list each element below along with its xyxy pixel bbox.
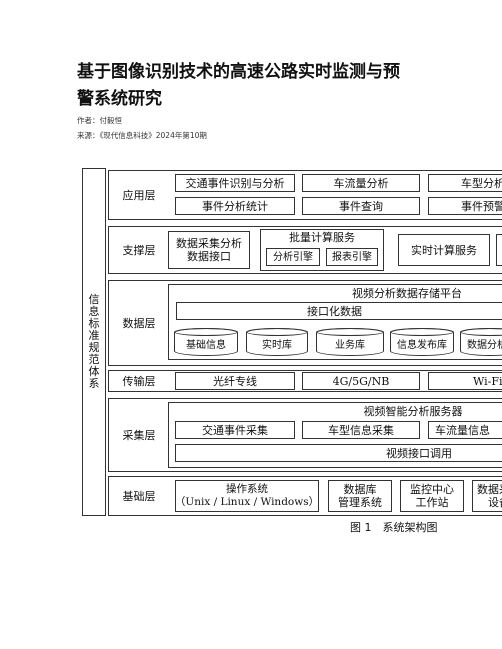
app-item-event-alert: 事件预警: [428, 197, 502, 215]
system-architecture-diagram: 信息标准规范体系 应用层 交通事件识别与分析 车流量分析 车型分析 事件分析统计…: [82, 168, 502, 516]
support-analysis-engine: 分析引擎: [266, 248, 320, 266]
app-item-event-stats: 事件分析统计: [175, 197, 295, 215]
support-layer-label: 支撑层: [122, 244, 156, 257]
figure-caption: 图 1 系统架构图: [350, 521, 438, 534]
data-interface: 接口化数据: [176, 302, 502, 320]
standards-label: 信息标准规范体系: [88, 293, 100, 390]
transport-fiber: 光纤专线: [175, 372, 295, 390]
article-source: 来源：《现代信息科技》2024年第10期: [77, 131, 207, 140]
base-dbms: 数据库 管理系统: [328, 480, 392, 512]
data-layer-label: 数据层: [122, 317, 156, 330]
acquire-video-interface: 视频接口调用: [175, 444, 502, 462]
standards-column: 信息标准规范体系: [82, 168, 106, 516]
store-business: 业务库: [316, 328, 384, 356]
support-extra-box: [496, 234, 502, 266]
acquire-flow: 车流量信息: [428, 421, 502, 439]
base-monitor: 监控中心 工作站: [400, 480, 464, 512]
store-realtime: 实时库: [246, 328, 308, 356]
acquire-server-title: 视频智能分析服务器: [363, 405, 463, 418]
article-title-line1: 基于图像识别技术的高速公路实时监测与预: [77, 62, 400, 82]
acquire-event: 交通事件采集: [175, 421, 295, 439]
data-platform-title: 视频分析数据存储平台: [352, 287, 462, 300]
transport-cellular: 4G/5G/NB: [302, 372, 420, 390]
app-item-event-recognition: 交通事件识别与分析: [175, 174, 295, 192]
support-report-engine: 报表引擎: [326, 248, 378, 266]
article-title-line2: 警系统研究: [77, 89, 162, 109]
app-item-event-query: 事件查询: [302, 197, 420, 215]
transport-wifi: Wi-Fi: [428, 372, 502, 390]
transport-layer-label: 传输层: [122, 375, 156, 388]
article-author: 作者：付毅恒: [77, 116, 122, 125]
base-device: 数据采集 设备: [472, 480, 502, 512]
acquire-vehicle-type: 车型信息采集: [302, 421, 420, 439]
app-item-traffic-flow: 车流量分析: [302, 174, 420, 192]
support-data-collection: 数据采集分析 数据接口: [168, 231, 250, 269]
app-item-vehicle-type: 车型分析: [428, 174, 502, 192]
support-realtime-service: 实时计算服务: [398, 234, 490, 266]
acquire-layer-label: 采集层: [122, 429, 156, 442]
support-batch-title: 批量计算服务: [289, 231, 355, 244]
base-layer-label: 基础层: [122, 490, 156, 503]
store-publish: 信息发布库: [390, 328, 454, 356]
base-os: 操作系统 （Unix / Linux / Windows）: [175, 480, 319, 512]
store-basic-info: 基础信息: [174, 328, 238, 356]
store-analysis: 数据分析: [460, 328, 502, 356]
app-layer-label: 应用层: [122, 189, 156, 202]
